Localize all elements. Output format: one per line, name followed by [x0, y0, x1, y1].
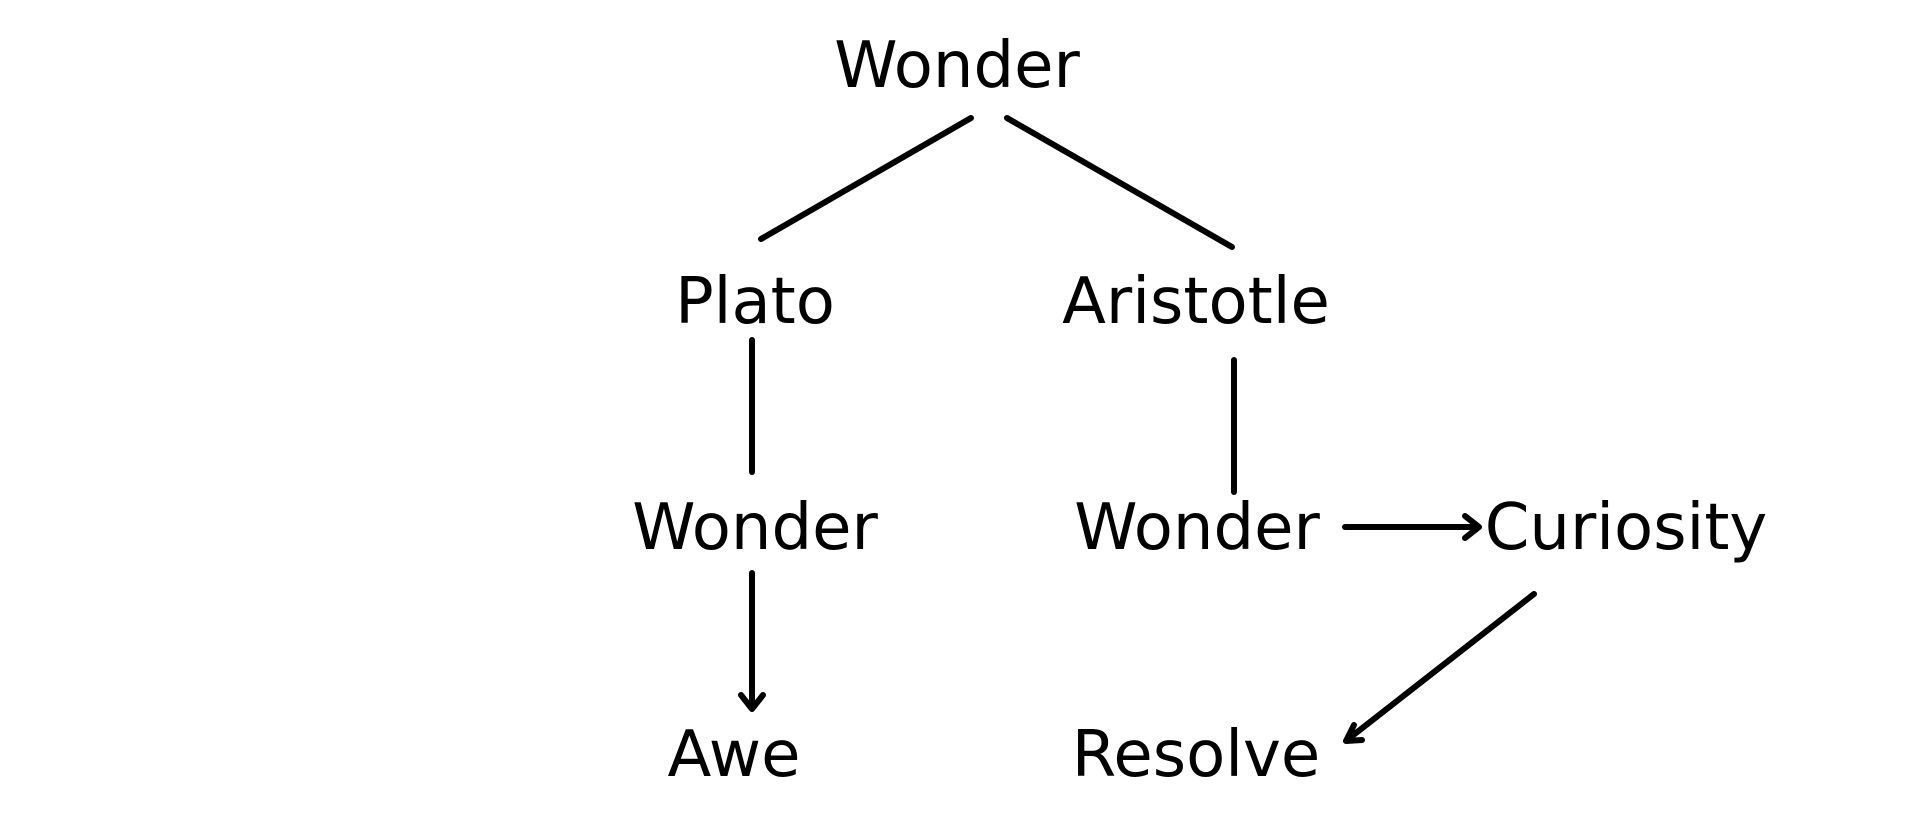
- edge-root-to-plato: [758, 115, 974, 242]
- edge-root-to-aristotle: [1004, 115, 1235, 250]
- arrowhead-down-icon: [738, 692, 766, 712]
- node-resolve: Resolve: [1072, 718, 1321, 792]
- edge-wonder-to-awe-arrow: [738, 570, 766, 712]
- node-curiosity: Curiosity: [1485, 491, 1768, 565]
- arrowhead-right-icon: [1462, 513, 1482, 541]
- node-aristotle-wonder: Wonder: [1074, 491, 1320, 565]
- node-awe: Awe: [668, 718, 801, 792]
- node-plato: Plato: [675, 265, 835, 339]
- edge-wonder-to-curiosity-arrow: [1342, 513, 1482, 541]
- node-plato-wonder: Wonder: [632, 491, 878, 565]
- arrowhead-down-left-icon: [1343, 722, 1365, 744]
- edge-curiosity-to-resolve-arrow: [1343, 591, 1537, 744]
- node-aristotle: Aristotle: [1062, 265, 1330, 339]
- node-root-wonder: Wonder: [834, 29, 1080, 103]
